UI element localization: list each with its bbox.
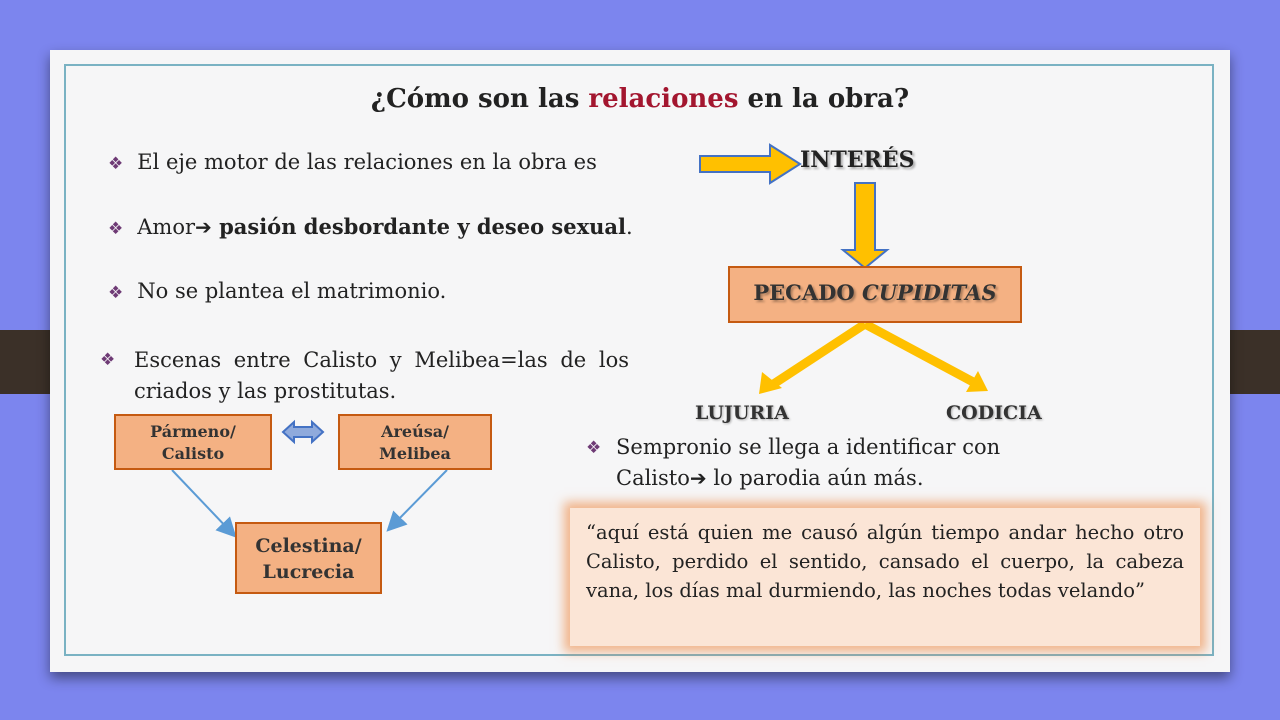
title-after: en la obra?: [738, 84, 910, 114]
celestina-line1: Celestina/: [255, 535, 362, 557]
quote-box: “aquí está quien me causó algún tiempo a…: [570, 508, 1200, 646]
gold-arrow-right: [699, 143, 802, 185]
bullet-motor: ❖ El eje motor de las relaciones en la ob…: [108, 150, 597, 174]
bullet-sempronio-line1: Sempronio se llega a identificar con: [616, 435, 1001, 459]
slide-inner-frame: [64, 64, 1214, 656]
celestina-box: Celestina/ Lucrecia: [235, 522, 382, 594]
bullet-motor-text: El eje motor de las relaciones en la obr…: [137, 150, 597, 174]
bullet-amor-bold: pasión desbordante y deseo sexual: [211, 214, 626, 239]
gold-arrow-down: [840, 182, 890, 270]
bullet-escenas: Escenas entre Calisto y Melibea=las de l…: [134, 348, 629, 403]
right-arrow-icon: ➔: [195, 215, 212, 239]
bullet-sempronio-suffix: lo parodia aún más.: [706, 466, 924, 490]
connector-right: [386, 469, 448, 532]
bullet-matrimonio: ❖ No se plantea el matrimonio.: [108, 279, 446, 303]
gold-line-lujuria: [769, 320, 868, 389]
diamond-bullet-icon: ❖: [586, 438, 602, 458]
bullet-sempronio-line2: Calisto➔ lo parodia aún más.: [616, 463, 1086, 494]
parmeno-line2: Calisto: [161, 444, 225, 463]
lujuria-label: LUJURIA: [695, 402, 789, 424]
slide-title: ¿Cómo son las relaciones en la obra?: [0, 84, 1280, 114]
codicia-label: CODICIA: [946, 402, 1042, 424]
double-arrow: [281, 419, 325, 445]
celestina-line2: Lucrecia: [262, 561, 355, 583]
diamond-bullet-icon: ❖: [108, 154, 124, 174]
gold-head-lujuria: [759, 372, 782, 394]
pecado-label: PECADO: [753, 280, 862, 305]
areusa-line2: Melibea: [379, 444, 451, 463]
gold-head-codicia: [966, 371, 988, 392]
bullet-amor-suffix: .: [625, 215, 633, 239]
title-before: ¿Cómo son las: [370, 84, 589, 114]
parmeno-line1: Pármeno/: [150, 422, 236, 441]
connector-left: [171, 469, 237, 538]
bullet-amor: ❖ Amor➔ pasión desbordante y deseo sexual…: [108, 214, 633, 239]
bullet-matrimonio-text: No se plantea el matrimonio.: [137, 279, 447, 303]
bullet-amor-prefix: Amor: [137, 215, 196, 239]
bullet-sempronio-prefix: Calisto: [616, 466, 690, 490]
pecado-box: PECADO CUPIDITAS: [728, 266, 1022, 323]
cupiditas-label: CUPIDITAS: [862, 280, 997, 305]
areusa-box: Areúsa/ Melibea: [338, 414, 492, 470]
bullet-sempronio: Sempronio se llega a identificar con Cal…: [616, 432, 1086, 494]
interes-label: INTERÉS: [800, 147, 915, 173]
parmeno-box: Pármeno/ Calisto: [114, 414, 272, 470]
diamond-bullet-icon: ❖: [108, 219, 124, 239]
gold-line-codicia: [862, 320, 978, 387]
diamond-bullet-icon: ❖: [100, 350, 116, 370]
diamond-bullet-icon: ❖: [108, 283, 124, 303]
right-arrow-icon: ➔: [689, 466, 707, 490]
title-highlight: relaciones: [588, 84, 739, 114]
areusa-line1: Areúsa/: [381, 422, 449, 441]
